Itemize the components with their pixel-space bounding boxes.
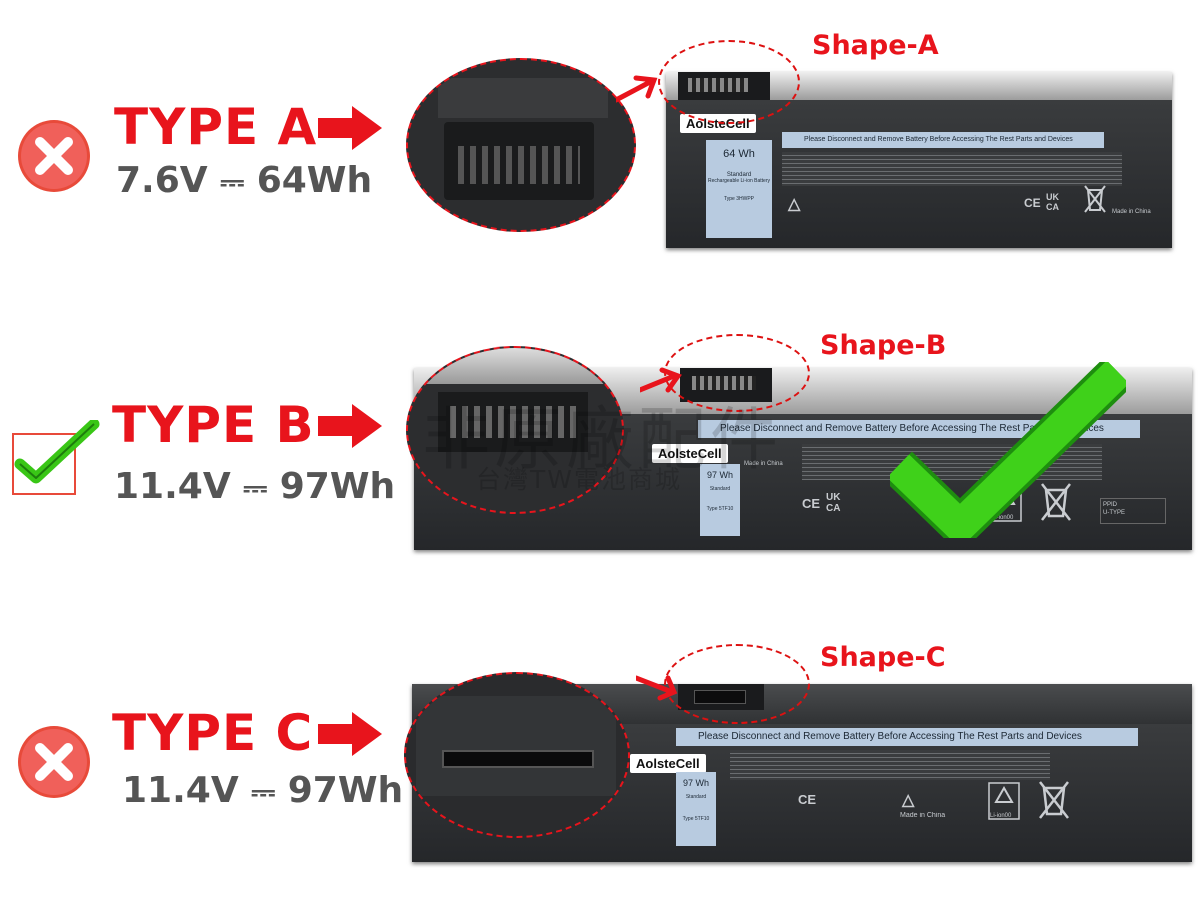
ukca-icon: UK CA [1046, 192, 1059, 212]
standard-text: Standard [685, 794, 707, 800]
x-circle-icon [18, 726, 90, 798]
standard-sub-text: Rechargeable Li-ion Battery [708, 178, 770, 184]
type-text: Type 5TF10 [682, 816, 710, 822]
capacity-value: 97Wh [287, 770, 404, 811]
voltage-value: 7.6V [116, 160, 208, 201]
connector-zoom-b [406, 346, 624, 514]
shape-a-label: Shape-A [812, 30, 939, 61]
ce-mark-icon: CE [802, 496, 821, 511]
capacity-label: 64 Wh Standard Rechargeable Li-ion Batte… [706, 140, 772, 238]
red-arrow-icon [640, 367, 682, 393]
checkmark-icon [890, 362, 1126, 538]
shape-b-label: Shape-B [820, 330, 947, 361]
standard-text: Standard [726, 172, 752, 178]
shape-c-label: Shape-C [820, 642, 946, 673]
fine-print [782, 152, 1122, 186]
watermark-main: 非原廠配件 [422, 401, 783, 480]
capacity-value: 64Wh [256, 160, 373, 201]
made-in-text: Made in China [1112, 209, 1151, 215]
type-text: Type 3HWPP [723, 196, 754, 202]
voltage-value: 11.4V [122, 770, 239, 811]
capacity-text: 64 Wh [723, 148, 755, 160]
brand-label: AolsteCell [630, 754, 706, 773]
made-in-text: Made in China [900, 812, 946, 819]
ukca-icon: UK CA [826, 492, 841, 514]
recycle-text: Li-ion00 [990, 813, 1012, 819]
shape-a-highlight [658, 40, 800, 124]
red-arrow-icon [318, 712, 382, 756]
warning-triangle-icon: △ [902, 792, 915, 809]
red-arrow-icon [318, 106, 382, 150]
red-arrow-icon [616, 75, 658, 103]
ppid-label: PPID U-TYPE [1100, 498, 1166, 524]
connector-zoom-c [404, 672, 630, 838]
capacity-value: 97Wh [279, 466, 396, 507]
warning-triangle-icon: △ [788, 196, 801, 213]
capacity-label: 97 Wh Standard Type 5TF10 [700, 464, 740, 536]
fine-print [730, 750, 1050, 780]
ce-mark-icon: CE [1024, 196, 1041, 210]
red-arrow-icon [318, 404, 382, 448]
watermark-sub: 台灣TW電池商城 [476, 465, 682, 494]
red-arrow-icon [636, 675, 678, 701]
dc-symbol: ⎓ [243, 471, 268, 506]
type-a-title: TYPE A [114, 98, 318, 156]
capacity-text: 97 Wh [706, 470, 733, 480]
warning-strip: Please Disconnect and Remove Battery Bef… [782, 132, 1104, 148]
recycle-text: Li-ion00 [992, 515, 1014, 521]
standard-text: Standard [709, 486, 731, 492]
capacity-text: 97 Wh [682, 778, 709, 788]
weee-bin-icon [1041, 483, 1071, 521]
ppid-text: PPID [1103, 502, 1118, 508]
type-a-spec: 7.6V ⎓ 64Wh [116, 160, 372, 201]
weee-bin-icon [1084, 185, 1106, 213]
type-b-spec: 11.4V ⎓ 97Wh [114, 466, 395, 507]
ce-mark-icon: CE [798, 792, 817, 807]
type-b-title: TYPE B [112, 396, 315, 454]
brand-label: AolsteCell [652, 444, 728, 463]
type-c-spec: 11.4V ⎓ 97Wh [122, 770, 403, 811]
warning-strip: Please Disconnect and Remove Battery Bef… [676, 728, 1138, 746]
voltage-value: 11.4V [114, 466, 231, 507]
shape-c-highlight [664, 644, 810, 724]
checkbox-check-icon [12, 420, 100, 495]
type-c-title: TYPE C [112, 704, 314, 762]
made-in-text: Made in China [744, 461, 783, 467]
type-text: Type 5TF10 [706, 506, 734, 512]
dc-symbol: ⎓ [251, 775, 276, 810]
recycle-icon [988, 782, 1020, 820]
x-circle-icon [18, 120, 90, 192]
connector-zoom-a [406, 58, 636, 232]
weee-bin-icon [1039, 781, 1069, 819]
capacity-label: 97 Wh Standard Type 5TF10 [676, 772, 716, 846]
ppid-sub-text: U-TYPE [1103, 510, 1126, 516]
dc-symbol: ⎓ [220, 165, 245, 200]
